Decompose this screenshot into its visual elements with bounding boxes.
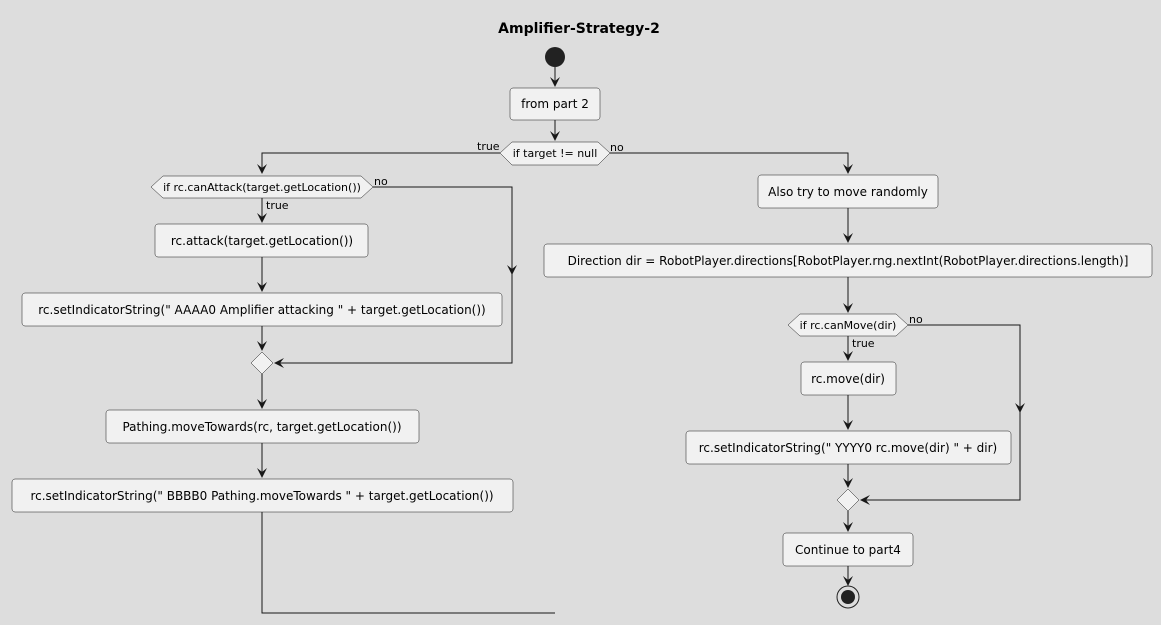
stop-node-outer [836, 585, 860, 609]
action-move-towards-label: Pathing.moveTowards(rc, target.getLocati… [122, 420, 401, 434]
branch-label-can-move-true: true [852, 337, 875, 350]
action-attack-label: rc.attack(target.getLocation()) [171, 234, 353, 248]
edge-left-exit [261, 512, 555, 614]
action-direction-label: Direction dir = RobotPlayer.directions[R… [568, 254, 1129, 268]
branch-label-true: true [477, 140, 500, 153]
stop-node-inner [841, 590, 855, 604]
merge-attack [250, 351, 274, 375]
branch-label-can-move-no: no [909, 313, 923, 326]
start-node [545, 47, 565, 67]
decision-can-move-label: if rc.canMove(dir) [800, 319, 897, 332]
decision-target-not-null-label: if target != null [513, 147, 598, 160]
action-indicator-move-label: rc.setIndicatorString(" YYYY0 rc.move(di… [699, 441, 997, 455]
edge-can-attack-no [373, 186, 517, 275]
edge-target-no [610, 152, 853, 174]
action-random-move-label: Also try to move randomly [768, 185, 928, 199]
branch-label-can-attack-no: no [374, 175, 388, 188]
action-indicator-attack-label: rc.setIndicatorString(" AAAA0 Amplifier … [38, 303, 485, 317]
diagram-title: Amplifier-Strategy-2 [498, 21, 660, 37]
edge-can-move-no-merge [860, 412, 1021, 505]
action-indicator-move-towards-label: rc.setIndicatorString(" BBBB0 Pathing.mo… [30, 489, 493, 503]
edge-target-true [257, 152, 500, 174]
action-continue-label: Continue to part4 [795, 543, 901, 557]
action-move-label: rc.move(dir) [811, 372, 885, 386]
decision-can-attack-label: if rc.canAttack(target.getLocation()) [163, 181, 361, 194]
edge-can-attack-no-merge [274, 274, 513, 368]
branch-label-can-attack-true: true [266, 199, 289, 212]
edge-can-move-no [908, 324, 1025, 413]
branch-label-no: no [610, 141, 624, 154]
merge-move [836, 488, 860, 512]
action-from-part-label: from part 2 [521, 97, 589, 111]
